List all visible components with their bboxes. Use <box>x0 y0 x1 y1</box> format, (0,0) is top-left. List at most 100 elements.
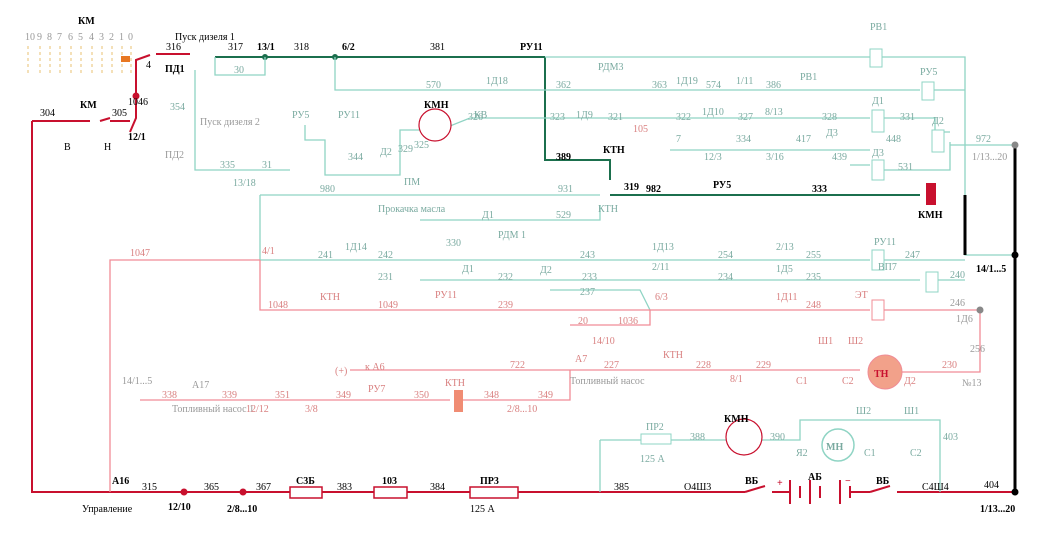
n14-1-5b-label: 14/1...5 <box>122 376 152 387</box>
w247-label: 247 <box>905 250 920 261</box>
d3-b-label: Д3 <box>872 148 884 159</box>
km-scale-tick: 5 <box>78 32 83 43</box>
w237-label: 237 <box>580 287 595 298</box>
w233-label: 233 <box>582 272 597 283</box>
n1d11-label: 1Д11 <box>776 292 797 303</box>
w229-label: 229 <box>756 360 771 371</box>
w350-label: 350 <box>414 390 429 401</box>
km-top-label: КМ <box>78 16 95 27</box>
km-scale-tick: 8 <box>47 32 52 43</box>
ktn-b-label: КТН <box>598 204 618 215</box>
n1d10-label: 1Д10 <box>702 107 724 118</box>
w323-label: 323 <box>550 112 565 123</box>
n12-12-label: 12/12 <box>246 404 269 415</box>
tn-label: ТН <box>874 369 889 380</box>
kv-label: КВ <box>474 110 488 121</box>
ru5-b-label: РУ5 <box>292 110 309 121</box>
d1-c-label: Д1 <box>462 264 474 275</box>
n1d5-label: 1Д5 <box>776 264 793 275</box>
w980-label: 980 <box>320 184 335 195</box>
w404-label: 404 <box>984 480 999 491</box>
ru11-d-label: РУ11 <box>435 290 457 301</box>
s1-a-label: С1 <box>796 376 808 387</box>
w1046-label: 1046 <box>128 97 148 108</box>
s2-b-label: С2 <box>910 448 922 459</box>
n1d6-label: 1Д6 <box>956 314 973 325</box>
w232-label: 232 <box>498 272 513 283</box>
kmn-relay-a <box>418 108 452 142</box>
pd1-label: ПД1 <box>165 64 185 75</box>
w1047-label: 1047 <box>130 248 150 259</box>
ru11-b-label: РУ11 <box>338 110 360 121</box>
n1-13-20b-label: 1/13...20 <box>980 504 1015 515</box>
vb2-label: ВБ <box>876 476 890 487</box>
km-scale-tick: 2 <box>109 32 114 43</box>
n1d9-label: 1Д9 <box>576 110 593 121</box>
w230-label: 230 <box>942 360 957 371</box>
n6-3-label: 6/3 <box>655 292 668 303</box>
w315-label: 315 <box>142 482 157 493</box>
pr2-label: ПР2 <box>646 422 664 433</box>
n12-10-label: 12/10 <box>168 502 191 513</box>
w417-label: 417 <box>796 134 811 145</box>
w317-label: 317 <box>228 42 243 53</box>
w255-label: 255 <box>806 250 821 261</box>
sh1-b-label: Ш1 <box>904 406 919 417</box>
w1049-label: 1049 <box>378 300 398 311</box>
w1036-label: 1036 <box>618 316 638 327</box>
n1d18-label: 1Д18 <box>486 76 508 87</box>
a17-label: А17 <box>192 380 209 391</box>
sh2-b-label: Ш2 <box>856 406 871 417</box>
rdm1-label: РДМ 1 <box>498 230 526 241</box>
w381-label: 381 <box>430 42 445 53</box>
w321-label: 321 <box>608 112 623 123</box>
km-scale-tick: 3 <box>99 32 104 43</box>
w241-label: 241 <box>318 250 333 261</box>
relay-circles <box>418 108 763 456</box>
w327-label: 327 <box>738 112 753 123</box>
a7-label: А7 <box>575 354 587 365</box>
w248-label: 248 <box>806 300 821 311</box>
n8-1-label: 8/1 <box>730 374 743 385</box>
w242-label: 242 <box>378 250 393 261</box>
w30-label: 30 <box>234 65 244 76</box>
d1-b-label: Д1 <box>482 210 494 221</box>
n1-13-20a-label: 1/13...20 <box>972 152 1007 163</box>
w328-label: 328 <box>822 112 837 123</box>
o4sh3-label: О4Ш3 <box>684 482 711 493</box>
ru5-a-label: РУ5 <box>920 67 937 78</box>
n12-1-label: 12/1 <box>128 132 146 143</box>
w384-label: 384 <box>430 482 445 493</box>
n8-13-label: 8/13 <box>765 107 783 118</box>
ktn-c-label: КТН <box>320 292 340 303</box>
ru5-c-label: РУ5 <box>713 180 731 191</box>
w331-label: 331 <box>900 112 915 123</box>
light-teal-circuits <box>194 48 1015 492</box>
w365-label: 365 <box>204 482 219 493</box>
n2-8-10b-label: 2/8...10 <box>227 504 257 515</box>
rv1-a-label: РВ1 <box>870 22 887 33</box>
w338-label: 338 <box>162 390 177 401</box>
w227-label: 227 <box>604 360 619 371</box>
v-label-label: В <box>64 142 71 153</box>
w228-label: 228 <box>696 360 711 371</box>
w385-label: 385 <box>614 482 629 493</box>
black-bus <box>963 141 1019 496</box>
n6-2-label: 6/2 <box>342 42 355 53</box>
sh2-a-label: Ш2 <box>848 336 863 347</box>
a16-label: А16 <box>112 476 129 487</box>
w322-label: 322 <box>676 112 691 123</box>
km-mid-label: КМ <box>80 100 97 111</box>
w335-label: 335 <box>220 160 235 171</box>
vp17-label: ВП7 <box>878 262 897 273</box>
ya2-label: Я2 <box>796 448 808 459</box>
s4sh4-label: С4Ш4 <box>922 482 949 493</box>
r103-label: 103 <box>382 476 397 487</box>
w389-label: 389 <box>556 152 571 163</box>
w339-label: 339 <box>222 390 237 401</box>
plus-label: + <box>777 478 783 489</box>
w235-label: 235 <box>806 272 821 283</box>
w354-label: 354 <box>170 102 185 113</box>
